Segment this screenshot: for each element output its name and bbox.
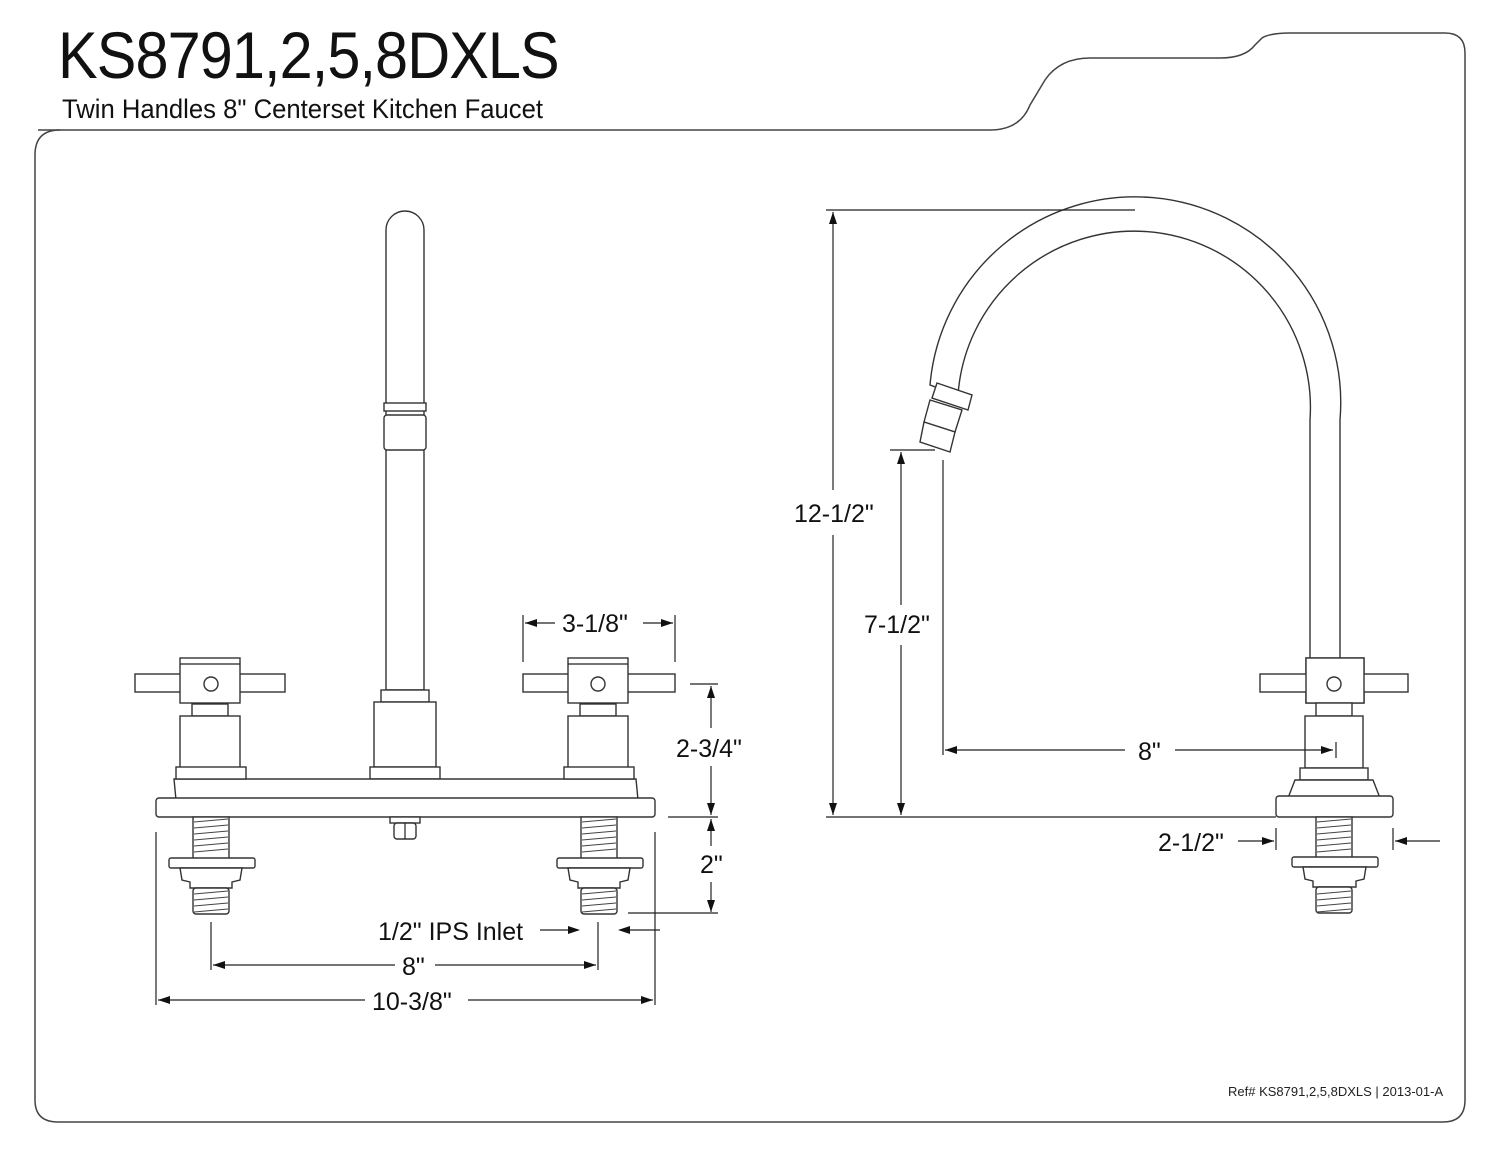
dim-handle-width: 3-1/8" bbox=[562, 610, 628, 638]
dim-spout-reach: 8" bbox=[1138, 738, 1161, 766]
dim-base-diameter: 2-1/2" bbox=[1158, 829, 1224, 857]
reference-number: Ref# KS8791,2,5,8DXLS | 2013-01-A bbox=[1228, 1084, 1444, 1099]
dim-handle-height: 2-3/4" bbox=[676, 735, 742, 763]
side-view-faucet bbox=[919, 196, 1409, 914]
front-view-faucet bbox=[134, 210, 676, 915]
front-dimension-lines bbox=[155, 615, 718, 1005]
right-handle bbox=[522, 657, 676, 915]
left-handle bbox=[134, 657, 286, 915]
side-dimension-lines bbox=[826, 209, 1440, 850]
dim-overall-height: 12-1/2" bbox=[794, 500, 874, 528]
product-subtitle: Twin Handles 8" Centerset Kitchen Faucet bbox=[62, 94, 544, 124]
product-model-title: KS8791,2,5,8DXLS bbox=[58, 18, 560, 92]
dim-spout-clearance: 7-1/2" bbox=[864, 611, 930, 639]
dim-center-spacing: 8" bbox=[402, 953, 425, 981]
drawing-frame bbox=[34, 32, 1466, 1123]
dim-inlet: 1/2" IPS Inlet bbox=[378, 918, 523, 946]
dim-shank-length: 2" bbox=[700, 851, 723, 879]
dim-overall-width: 10-3/8" bbox=[372, 988, 452, 1016]
